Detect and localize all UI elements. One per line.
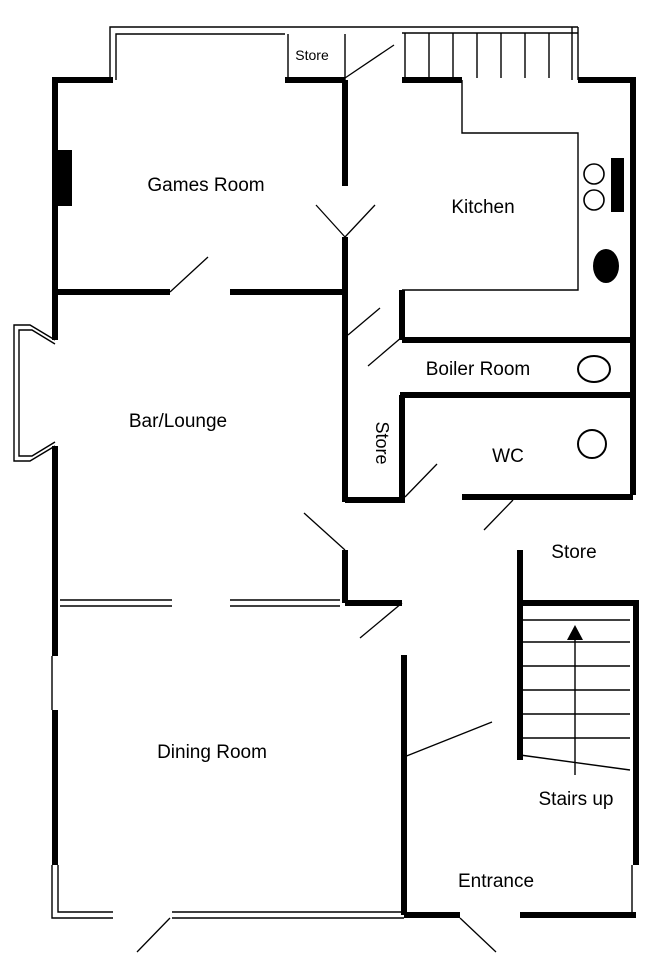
boiler-icon — [577, 355, 611, 383]
room-label-kitchen: Kitchen — [451, 197, 514, 218]
room-label-store-top: Store — [295, 47, 329, 63]
walls — [52, 34, 639, 918]
hob-icon — [583, 158, 624, 212]
outer-wall-top-left — [109, 26, 402, 80]
dining-windows — [51, 656, 404, 919]
room-label-wc: WC — [492, 446, 524, 467]
room-label-store-right: Store — [551, 542, 596, 563]
room-label-entrance: Entrance — [458, 871, 534, 892]
main-stairs — [519, 619, 631, 775]
sink-icon — [593, 249, 619, 283]
room-label-stairs-up: Stairs up — [539, 789, 614, 810]
kitchen-worktop — [402, 80, 579, 291]
room-label-dining-room: Dining Room — [157, 742, 267, 763]
toilet-icon — [577, 429, 607, 459]
room-label-games-room: Games Room — [147, 175, 264, 196]
bar-dining-divider — [60, 599, 340, 607]
room-label-bar-lounge: Bar/Lounge — [129, 411, 227, 432]
top-stairs — [404, 33, 550, 78]
room-label-boiler-room: Boiler Room — [426, 359, 531, 380]
stairs-arrow-icon — [567, 625, 583, 640]
room-label-store-vertical: Store — [372, 421, 392, 464]
bay-window — [13, 324, 56, 462]
door-swings — [136, 44, 514, 953]
